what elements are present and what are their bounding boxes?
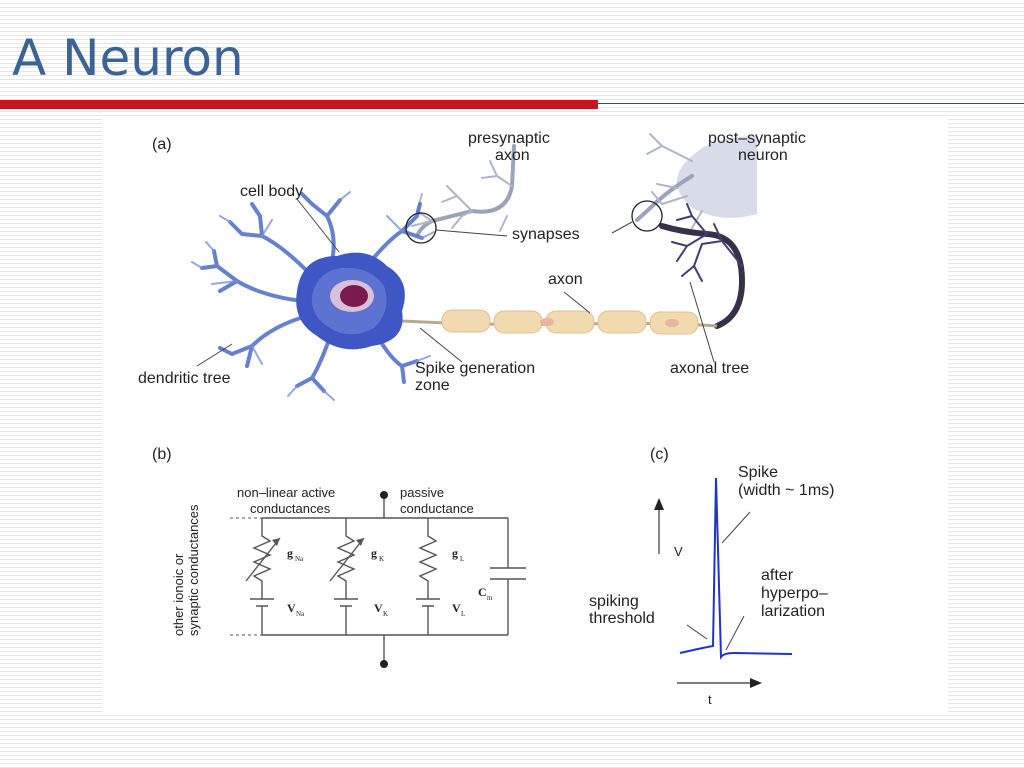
spike-trace xyxy=(679,477,793,660)
svg-text:g: g xyxy=(371,546,377,560)
svg-text:Na: Na xyxy=(295,555,304,563)
svg-text:L: L xyxy=(461,610,465,618)
top-terminal xyxy=(380,491,388,499)
branch-na: g Na V Na xyxy=(245,518,305,635)
branch-k: g K V K xyxy=(329,518,388,635)
synapse-circle-left xyxy=(405,212,437,244)
dashed-rails xyxy=(230,517,262,636)
panel-c: (c) V t Spike (width ~ 1ms) spiking thre… xyxy=(589,446,834,707)
label-axonal-tree: axonal tree xyxy=(670,360,749,377)
label-spike: Spike (width ~ 1ms) xyxy=(738,464,834,499)
label-dendritic-tree: dendritic tree xyxy=(138,370,231,387)
label-spiking-threshold: spiking threshold xyxy=(589,593,655,627)
svg-text:C: C xyxy=(478,585,487,599)
circuit-rails xyxy=(262,517,508,636)
svg-text:K: K xyxy=(383,610,388,618)
label-presynaptic-axon: presynaptic axon xyxy=(468,130,554,164)
label-axon: axon xyxy=(548,271,583,288)
label-synapses: synapses xyxy=(512,226,580,243)
label-passive-conductance: passive conductance xyxy=(400,485,474,516)
neuron-figure-svg: (a) xyxy=(138,130,834,707)
presynaptic-axon-drawing xyxy=(411,144,516,236)
svg-text:L: L xyxy=(460,555,464,563)
capacitor-cm: C m xyxy=(478,518,526,635)
panel-b-tag: (b) xyxy=(152,446,172,463)
panel-a-tag: (a) xyxy=(152,136,172,153)
axonal-tree-drawing xyxy=(659,203,746,329)
svg-text:V: V xyxy=(287,601,296,615)
svg-text:g: g xyxy=(287,546,293,560)
label-nonlinear-conductances: non–linear active conductances xyxy=(237,485,339,516)
svg-text:g: g xyxy=(452,546,458,560)
v-axis-label: V xyxy=(674,544,683,559)
svg-text:Na: Na xyxy=(296,610,305,618)
slide-title: A Neuron xyxy=(12,29,244,87)
svg-text:V: V xyxy=(374,601,383,615)
post-synaptic-neuron-drawing xyxy=(635,133,757,229)
title-rule-thin xyxy=(598,103,1024,104)
label-cell-body: cell body xyxy=(240,183,303,200)
panel-b: (b) non–linear active conductances passi… xyxy=(152,446,526,668)
neuron-figure: (a) xyxy=(102,116,948,714)
svg-text:V: V xyxy=(452,601,461,615)
label-spike-generation-zone: Spike generation zone xyxy=(415,360,540,394)
t-axis-label: t xyxy=(708,692,712,707)
synapse-circle-right xyxy=(631,200,663,232)
label-post-synaptic-neuron: post–synaptic neuron xyxy=(708,130,810,164)
panel-c-tag: (c) xyxy=(650,446,669,463)
cell-body-drawing xyxy=(296,252,405,350)
svg-text:m: m xyxy=(487,594,493,602)
branch-l: g L V L xyxy=(416,518,465,635)
bottom-terminal xyxy=(380,660,388,668)
title-rule xyxy=(0,100,598,109)
label-after-hyperpolarization: after hyperpo– larization xyxy=(761,567,832,620)
svg-text:K: K xyxy=(379,555,384,563)
panel-a: (a) xyxy=(138,130,810,401)
axon-drawing xyxy=(401,309,718,335)
label-other-conductances: other ionoic or synaptic conductances xyxy=(171,504,201,636)
